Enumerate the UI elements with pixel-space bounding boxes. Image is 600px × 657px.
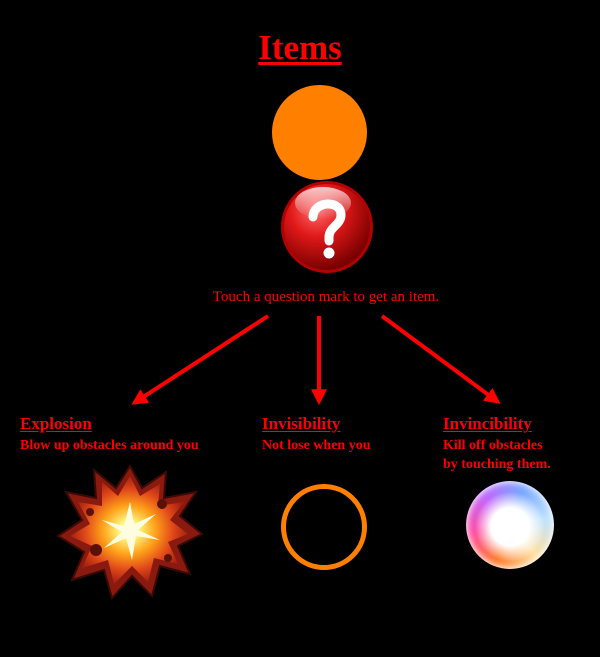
arrow-right — [380, 314, 501, 404]
explosion-title: Explosion — [20, 414, 92, 433]
invincibility-description: Kill off obstacles by touching them. — [443, 438, 551, 472]
invisibility-description: Not lose when you — [262, 438, 371, 453]
invisibility-title: Invisibility — [262, 414, 341, 433]
orange-ring-icon — [281, 484, 367, 570]
instruction-text: Touch a question mark to get an item. — [212, 289, 440, 305]
invincibility-title: Invincibility — [443, 414, 532, 433]
question-mark-icon[interactable] — [279, 179, 375, 275]
explosion-description: Blow up obstacles around you — [20, 438, 199, 453]
rainbow-bubble-icon — [466, 481, 554, 569]
orange-ball-icon — [272, 85, 367, 180]
explosion-icon — [56, 464, 204, 601]
arrow-left — [131, 314, 270, 405]
page-title: Items — [258, 28, 342, 67]
